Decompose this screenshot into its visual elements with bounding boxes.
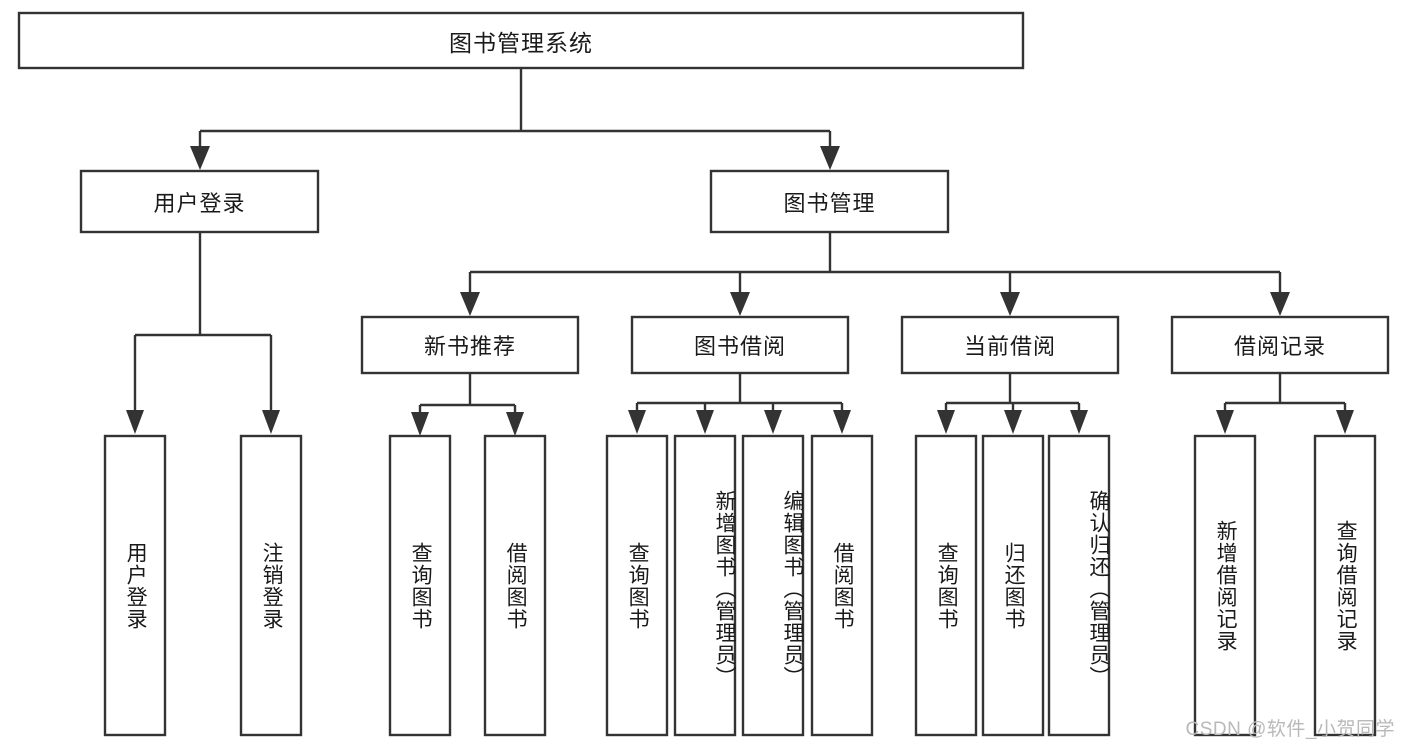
node-current-borrow-box[interactable] xyxy=(900,315,1120,375)
arrow-head-currentborrow-1 xyxy=(937,410,955,434)
leaf-box-user-login-1[interactable] xyxy=(239,434,303,737)
arrow-head-userlogin-2 xyxy=(262,410,280,434)
arrow-head-bookborrow-2 xyxy=(696,410,714,434)
leaf-box-book-borrow-1[interactable] xyxy=(673,434,737,737)
arrow-head-level3-1 xyxy=(460,292,480,316)
leaf-box-user-login-0[interactable] xyxy=(103,434,167,737)
leaf-box-borrow-record-1[interactable] xyxy=(1313,434,1377,737)
arrow-head-level3-2 xyxy=(730,292,750,316)
arrow-head-borrowrecord-2 xyxy=(1336,410,1354,434)
arrow-head-borrowrecord-1 xyxy=(1216,410,1234,434)
arrow-head-level2-2 xyxy=(820,146,840,170)
leaf-box-book-borrow-0[interactable] xyxy=(605,434,669,737)
arrow-head-currentborrow-3 xyxy=(1070,410,1088,434)
node-borrow-record-box[interactable] xyxy=(1170,315,1390,375)
arrow-head-bookborrow-1 xyxy=(628,410,646,434)
arrow-head-level2-1 xyxy=(190,146,210,170)
arrow-head-bookborrow-4 xyxy=(833,410,851,434)
arrow-head-userlogin-1 xyxy=(126,410,144,434)
leaf-box-new-book-1[interactable] xyxy=(483,434,547,737)
arrow-head-newbook-1 xyxy=(411,412,429,436)
arrow-head-level3-3 xyxy=(1000,292,1020,316)
leaf-box-current-borrow-0[interactable] xyxy=(914,434,978,737)
leaf-box-book-borrow-2[interactable] xyxy=(741,434,805,737)
leaf-box-new-book-0[interactable] xyxy=(388,434,452,737)
leaf-box-borrow-record-0[interactable] xyxy=(1193,434,1257,737)
node-user-login-box[interactable] xyxy=(79,169,320,234)
node-root-box[interactable] xyxy=(17,11,1025,70)
node-new-book-box[interactable] xyxy=(360,315,580,375)
leaf-box-book-borrow-3[interactable] xyxy=(810,434,874,737)
leaf-box-current-borrow-2[interactable] xyxy=(1047,434,1111,737)
node-book-borrow-box[interactable] xyxy=(630,315,850,375)
arrow-head-newbook-2 xyxy=(506,412,524,436)
node-book-manage-box[interactable] xyxy=(709,169,950,234)
leaf-box-current-borrow-1[interactable] xyxy=(981,434,1045,737)
arrow-head-level3-4 xyxy=(1270,292,1290,316)
arrow-head-currentborrow-2 xyxy=(1004,410,1022,434)
arrow-head-bookborrow-3 xyxy=(764,410,782,434)
